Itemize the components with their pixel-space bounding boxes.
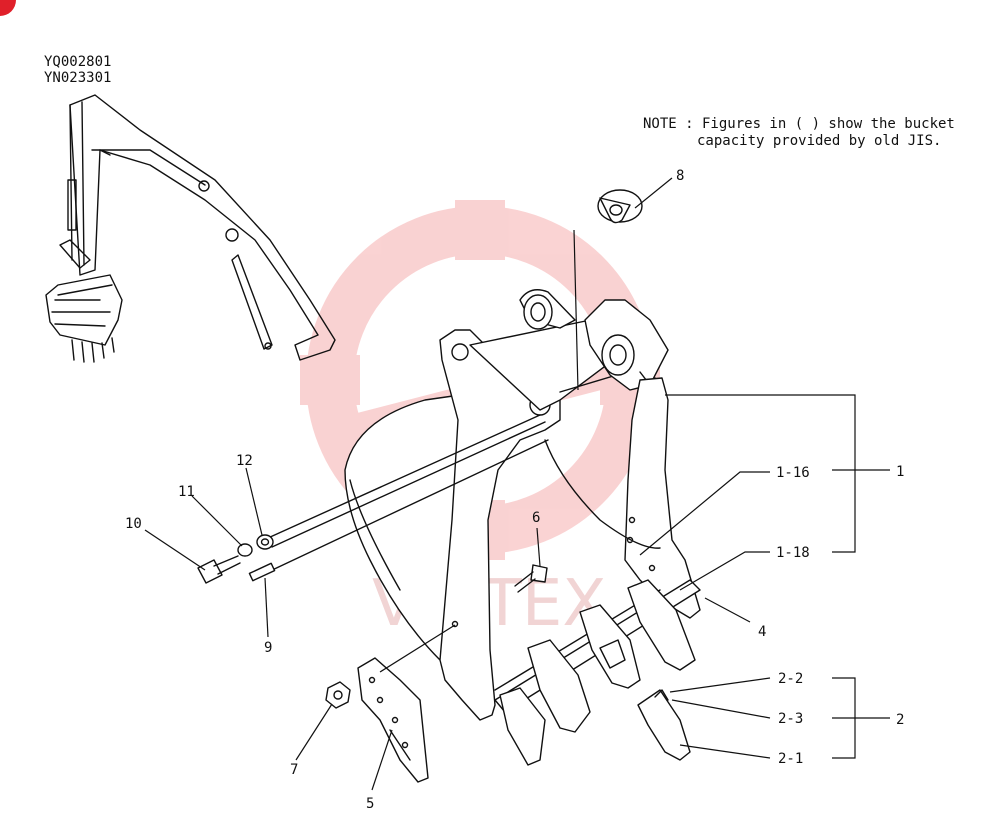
serial-number-2: YN023301: [44, 70, 111, 86]
pins-and-fasteners: [197, 189, 691, 783]
callout-2-3: 2-3: [778, 711, 803, 727]
callout-5: 5: [366, 796, 374, 812]
callout-9: 9: [264, 640, 272, 656]
callout-12: 12: [236, 453, 253, 469]
bucket-body: [344, 229, 701, 721]
leader-lines: [144, 177, 890, 791]
callout-1: 1: [896, 464, 904, 480]
callout-labels: 8 12 11 10 9 6 7 5 4 1-16 1-18 1 2-2 2-3…: [125, 168, 904, 812]
callout-6: 6: [532, 510, 540, 526]
callout-8: 8: [676, 168, 684, 184]
callout-11: 11: [178, 484, 195, 500]
note-line-2: capacity provided by old JIS.: [697, 133, 941, 149]
callout-1-16: 1-16: [776, 465, 810, 481]
callout-2-1: 2-1: [778, 751, 803, 767]
bucket-teeth: [499, 579, 696, 766]
callout-1-18: 1-18: [776, 545, 810, 561]
callout-4: 4: [758, 624, 766, 640]
callout-7: 7: [290, 762, 298, 778]
note-line-1: NOTE : Figures in ( ) show the bucket: [643, 116, 955, 132]
callout-2-2: 2-2: [778, 671, 803, 687]
serial-number-1: YQ002801: [44, 54, 111, 70]
callout-2: 2: [896, 712, 904, 728]
excavator-arm-thumbnail: [45, 94, 336, 363]
callout-10: 10: [125, 516, 142, 532]
brand-mark-icon: [0, 0, 16, 16]
